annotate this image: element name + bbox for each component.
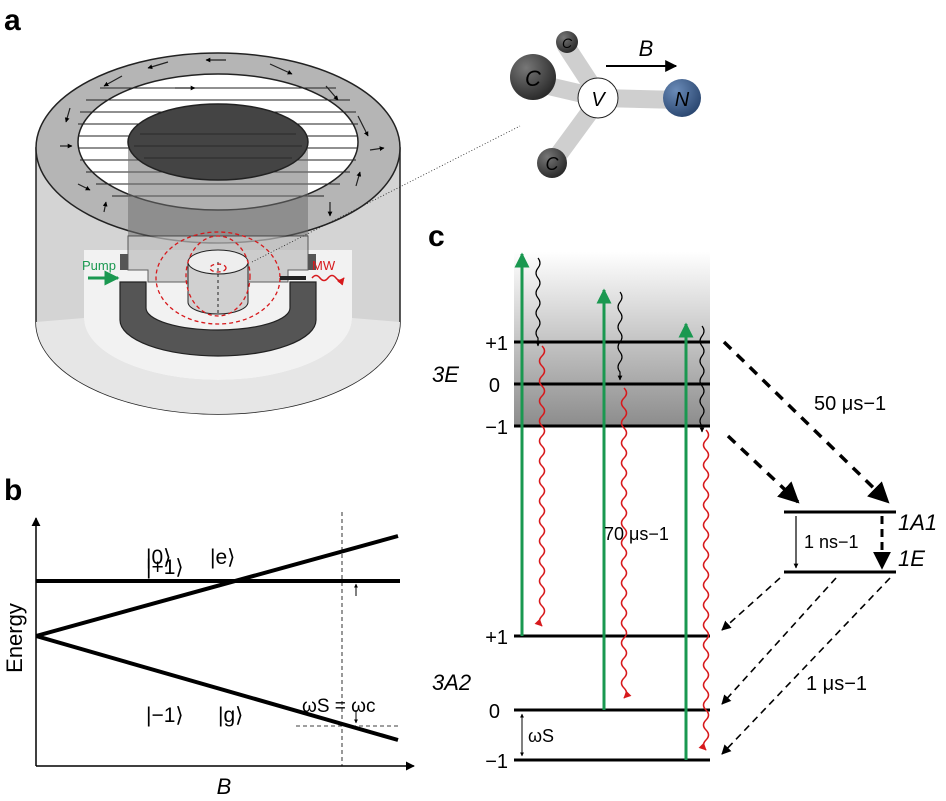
level-label: −1 bbox=[485, 751, 508, 773]
nitrogen-atom bbox=[663, 79, 701, 117]
panel-b-label: b bbox=[4, 474, 22, 507]
splitting-label: ωS bbox=[528, 726, 554, 746]
vacancy bbox=[577, 77, 619, 119]
plus1-line bbox=[35, 534, 399, 638]
level-label: +1 bbox=[485, 627, 508, 649]
carbon-label: C bbox=[546, 154, 560, 174]
singlet-lower-label: 1E bbox=[898, 546, 925, 571]
level-label: +1 bbox=[485, 333, 508, 355]
nv-defect: C C C N V B bbox=[510, 31, 701, 178]
state-ground: |g⟩ bbox=[218, 704, 243, 727]
y-axis-label: Energy bbox=[2, 603, 27, 673]
panel-a-label: a bbox=[4, 4, 21, 37]
level-label: 0 bbox=[489, 375, 500, 397]
emission-transitions bbox=[534, 345, 710, 751]
carbon-atom bbox=[556, 31, 578, 53]
mw-port bbox=[308, 254, 316, 270]
x-axis-label: B bbox=[217, 774, 232, 799]
cavity-drawing: Pump MW bbox=[35, 52, 401, 415]
lower-housing bbox=[119, 281, 317, 357]
field-label: B bbox=[639, 36, 654, 61]
state-minus1: |−1⟩ bbox=[146, 704, 184, 727]
level-diagram: +1 0 −1 +1 0 −1 3E 3A2 1A1 1E 70 μs−1 bbox=[432, 252, 937, 773]
state-excited: |e⟩ bbox=[210, 546, 235, 569]
isc-upper-rate: 50 μs−1 bbox=[814, 393, 886, 415]
ring-field-arrows bbox=[60, 57, 385, 217]
state-zero: |0⟩ bbox=[146, 546, 171, 569]
ground-manifold-label: 3A2 bbox=[432, 670, 471, 695]
zeeman-plot: Energy B |+1⟩ |0⟩ |e⟩ |−1⟩ |g⟩ ωS = ωc bbox=[2, 512, 415, 799]
panel-c-label: c bbox=[428, 220, 445, 253]
isc-lower-rate: 1 μs−1 bbox=[806, 673, 867, 695]
mw-arrow bbox=[311, 274, 345, 286]
carbon-atom bbox=[537, 148, 567, 178]
radiative-rate: 70 μs−1 bbox=[604, 524, 669, 544]
state-plus1: |+1⟩ bbox=[146, 556, 184, 579]
isc-upper-arrow bbox=[726, 434, 800, 504]
singlet-upper-label: 1A1 bbox=[898, 510, 937, 535]
level-label: −1 bbox=[485, 417, 508, 439]
excited-manifold-label: 3E bbox=[432, 362, 459, 387]
level-label: 0 bbox=[489, 701, 500, 723]
carbon-label: C bbox=[525, 66, 541, 91]
post-top bbox=[127, 103, 309, 181]
resonance-condition: ωS = ωc bbox=[302, 696, 376, 717]
excited-band bbox=[514, 252, 710, 426]
zoom-line bbox=[251, 125, 521, 263]
nitrogen-label: N bbox=[675, 89, 690, 111]
carbon-label: C bbox=[562, 35, 573, 51]
relaxation-arrows bbox=[535, 257, 705, 433]
mw-label: MW bbox=[312, 258, 336, 273]
isc-upper-arrow bbox=[722, 340, 890, 504]
singlet-decay-rate: 1 ns−1 bbox=[804, 532, 859, 552]
minus1-line bbox=[35, 634, 399, 742]
pump-port bbox=[120, 254, 128, 270]
pump-transitions bbox=[514, 252, 694, 760]
pump-label: Pump bbox=[82, 258, 116, 273]
isc-lower-arrows bbox=[721, 577, 891, 755]
carbon-atom bbox=[510, 54, 556, 100]
vacancy-label: V bbox=[591, 89, 606, 111]
